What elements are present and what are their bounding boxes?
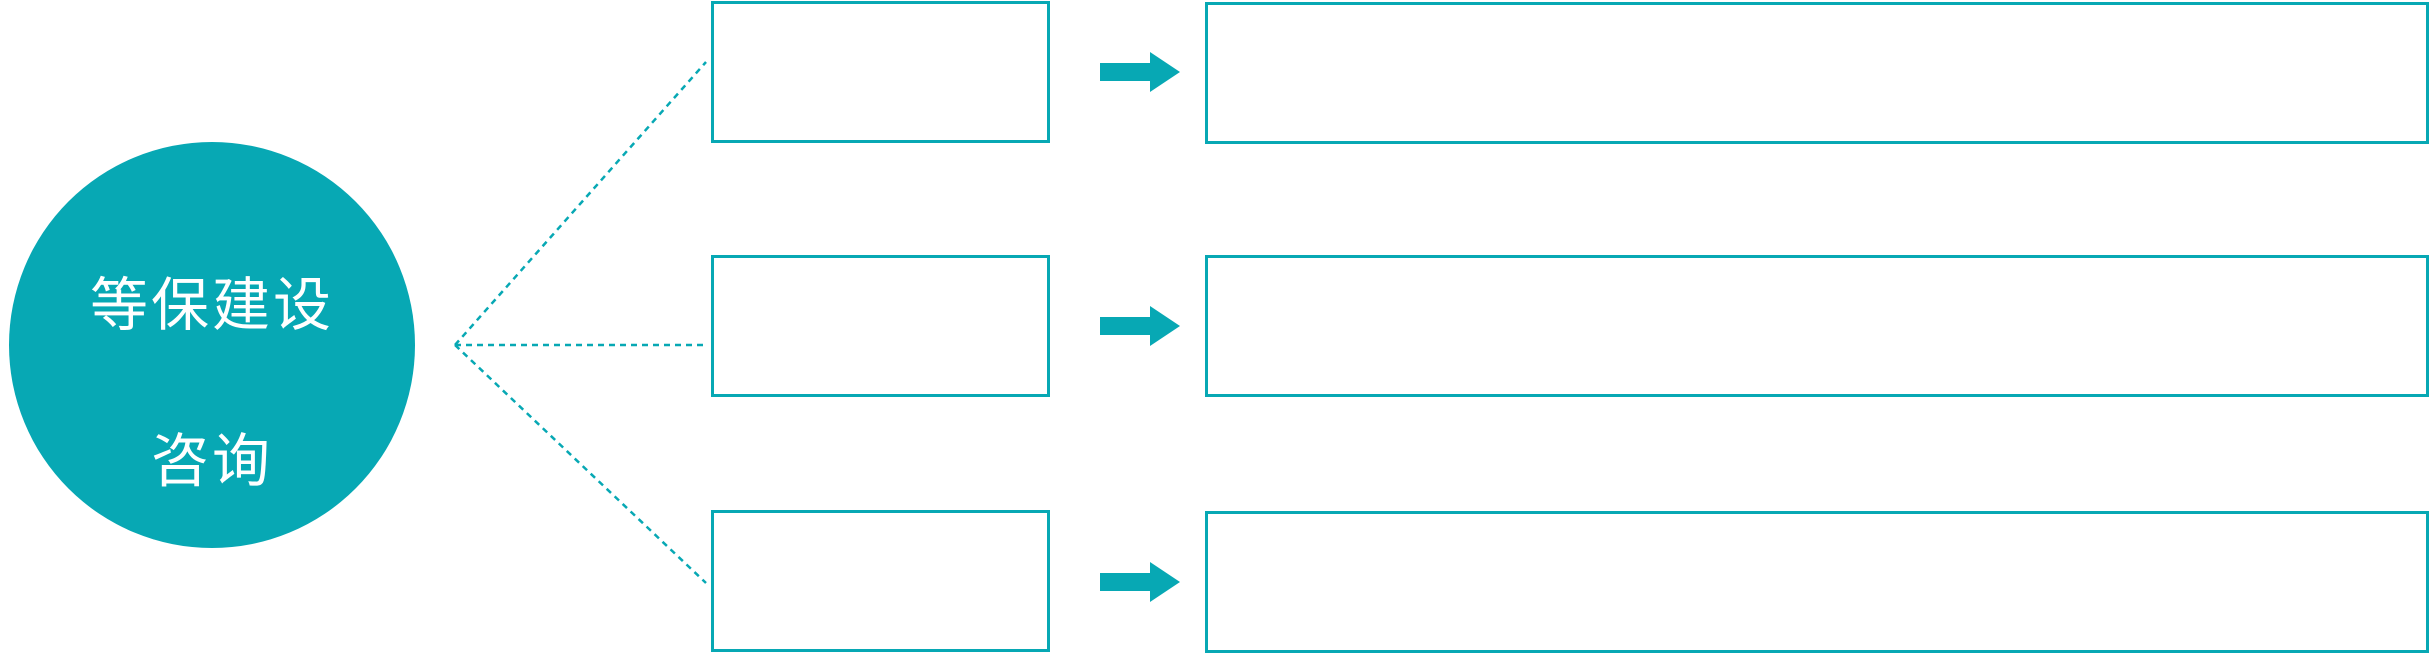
arrow-right-icon — [1100, 306, 1180, 346]
arrow-right-shape — [1100, 52, 1180, 92]
detail-box-1 — [1205, 2, 2429, 144]
detail-box-2 — [1205, 255, 2429, 397]
hub-label: 等保建设 咨询 — [90, 189, 334, 501]
arrow-right-shape — [1100, 562, 1180, 602]
arrow-right-icon — [1100, 562, 1180, 602]
step-box-1 — [711, 1, 1050, 143]
detail-box-3 — [1205, 511, 2429, 653]
arrow-right-shape — [1100, 306, 1180, 346]
step-box-3 — [711, 510, 1050, 652]
connector-line-bottom — [454, 344, 707, 584]
connector-line-top — [454, 61, 707, 346]
step-box-2 — [711, 255, 1050, 397]
hub-label-line-1: 等保建设 — [89, 273, 334, 338]
arrow-right-icon — [1100, 52, 1180, 92]
hub-label-line-2: 咨询 — [150, 429, 273, 494]
hub-circle: 等保建设 咨询 — [9, 142, 415, 548]
